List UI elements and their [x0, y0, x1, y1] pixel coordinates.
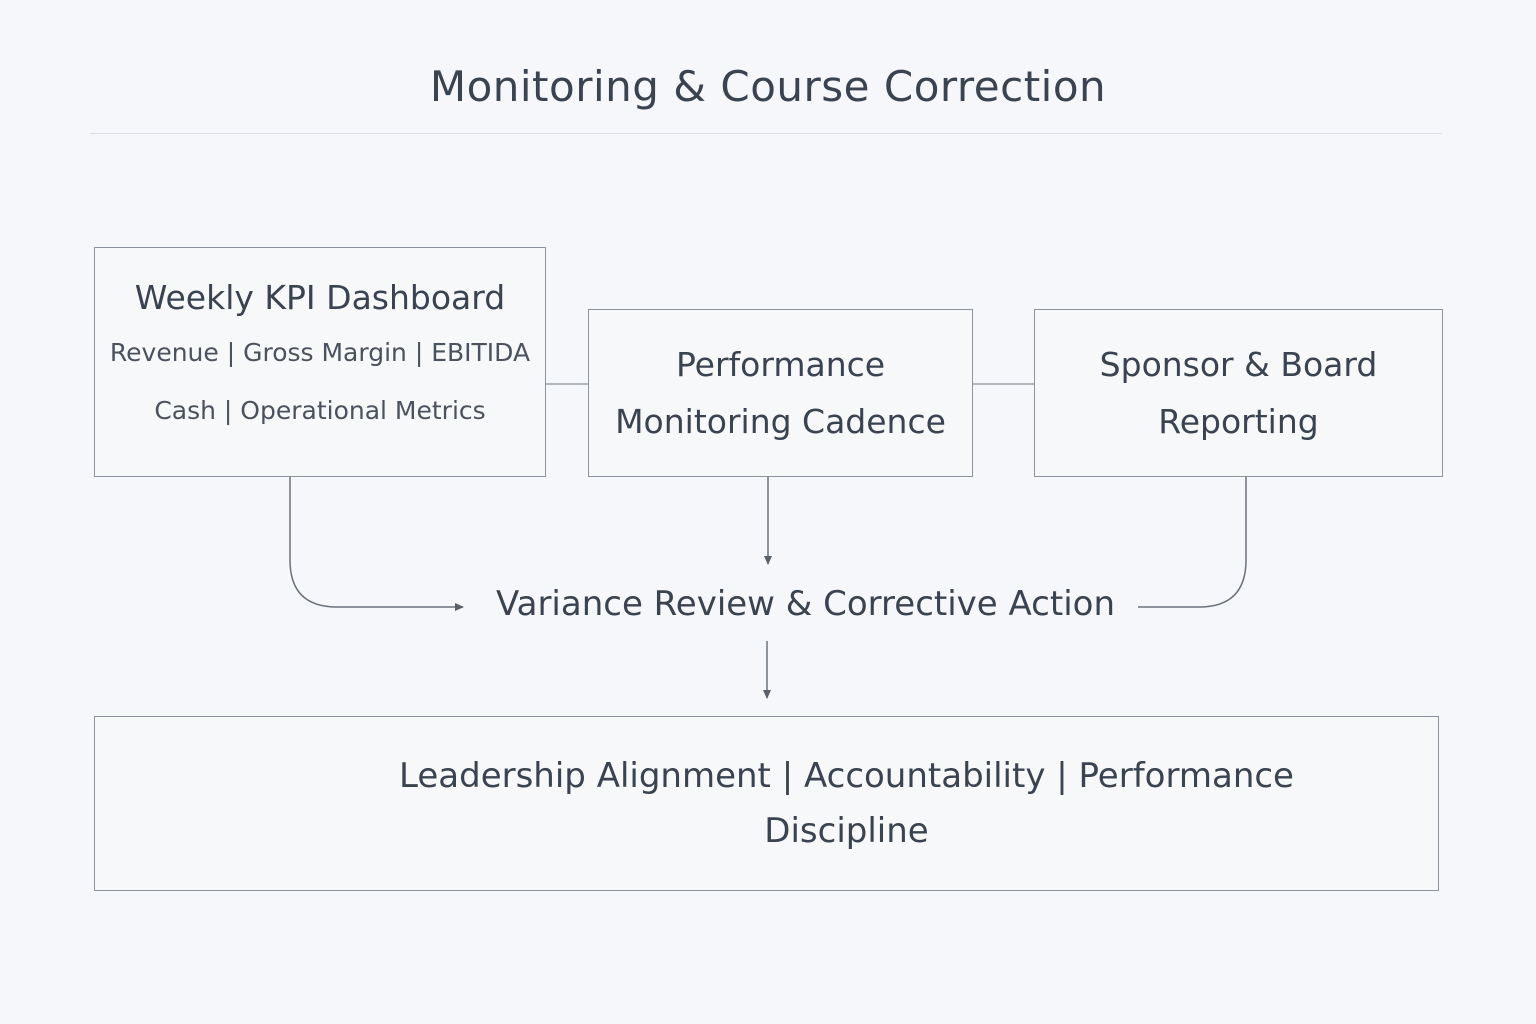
kpi-dashboard-box: Weekly KPI Dashboard Revenue | Gross Mar…: [94, 247, 546, 477]
leadership-alignment-text: Leadership Alignment | Accountability | …: [399, 755, 1294, 851]
sponsor-box-line-2: Reporting: [1158, 402, 1319, 441]
sponsor-board-box: Sponsor & Board Reporting: [1034, 309, 1443, 477]
kpi-metrics-line-2: Cash | Operational Metrics: [154, 396, 486, 425]
performance-monitoring-box: Performance Monitoring Cadence: [588, 309, 973, 477]
performance-box-line-2: Monitoring Cadence: [615, 402, 946, 441]
variance-review-label: Variance Review & Corrective Action: [496, 584, 1115, 624]
title-divider: [90, 133, 1442, 134]
arrow-kpi-to-variance: [289, 477, 464, 611]
sponsor-box-line-1: Sponsor & Board: [1099, 345, 1378, 384]
kpi-metrics-line-1: Revenue | Gross Margin | EBITIDA: [109, 338, 531, 367]
connector-sponsor-to-variance: [1138, 477, 1247, 608]
leadership-alignment-box: Leadership Alignment | Accountability | …: [94, 716, 1439, 891]
diagram-title: Monitoring & Course Correction: [429, 62, 1107, 111]
kpi-dashboard-title: Weekly KPI Dashboard: [134, 278, 506, 317]
performance-box-line-1: Performance: [675, 345, 886, 384]
